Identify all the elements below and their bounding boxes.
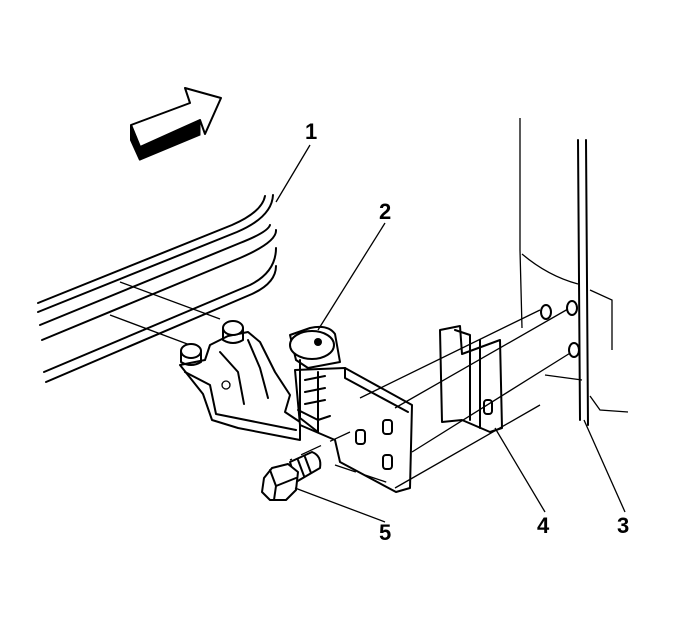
- frame-bracket: [179, 320, 301, 441]
- hoist-bracket: [289, 325, 413, 493]
- callout-1: 1: [305, 119, 317, 144]
- callout-2: 2: [379, 199, 391, 224]
- forward-arrow-icon: [130, 87, 222, 161]
- alignment-lines: [289, 304, 576, 489]
- spacer-plate: [439, 325, 503, 433]
- leader-lines: [275, 144, 626, 523]
- body-panel: [519, 118, 629, 426]
- callout-4: 4: [537, 513, 550, 538]
- bolt: [261, 451, 322, 501]
- callout-5: 5: [379, 520, 391, 545]
- frame-rail: [37, 194, 277, 383]
- callout-3: 3: [617, 513, 629, 538]
